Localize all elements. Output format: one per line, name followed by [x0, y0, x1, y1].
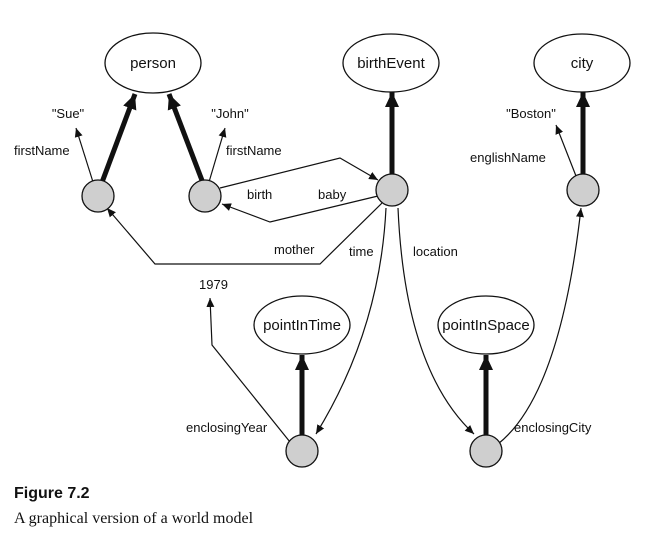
node-person: person [104, 32, 202, 94]
instance-nodes [81, 173, 600, 468]
node-person-label: person [130, 55, 176, 72]
instance-city-point [469, 434, 503, 468]
node-pointInSpace-label: pointInSpace [442, 317, 530, 334]
relation-edges [74, 124, 584, 445]
instance-boston [566, 173, 600, 207]
label-enclosingYear: enclosingYear [186, 420, 268, 435]
class-nodes: person birthEvent city pointInTime point… [104, 32, 631, 355]
label-john: "John" [211, 106, 249, 121]
type-edges [98, 92, 590, 435]
label-time: time [349, 244, 374, 259]
label-boston: "Boston" [506, 106, 556, 121]
node-birthEvent-label: birthEvent [357, 55, 425, 72]
figure-number: Figure 7.2 [14, 485, 90, 502]
edge-birth [219, 157, 379, 189]
label-englishName: englishName [470, 150, 546, 165]
node-city: city [533, 33, 631, 93]
edge-firstName-sue [74, 127, 94, 183]
label-year: 1979 [199, 277, 228, 292]
edge-sue-node-to-person [98, 93, 138, 186]
label-location: location [413, 244, 458, 259]
label-enclosingCity: enclosingCity [514, 420, 592, 435]
node-pointInTime-label: pointInTime [263, 317, 341, 334]
figure-caption: A graphical version of a world model [14, 510, 254, 527]
world-model-diagram: person birthEvent city pointInTime point… [14, 32, 631, 468]
label-firstName-right: firstName [226, 143, 282, 158]
node-city-label: city [571, 55, 594, 72]
instance-birth-event [375, 173, 409, 207]
instance-sue [81, 179, 115, 213]
edge-john-node-to-person [166, 93, 206, 184]
edge-baby [221, 195, 379, 223]
edge-firstName-john [208, 127, 227, 183]
label-mother: mother [274, 242, 315, 257]
instance-john [188, 179, 222, 213]
label-firstName-left: firstName [14, 143, 70, 158]
edge-enclosingCity [497, 207, 584, 445]
node-pointInSpace: pointInSpace [437, 295, 535, 355]
label-sue: "Sue" [52, 106, 85, 121]
edge-labels: "Sue" "John" firstName firstName birth b… [14, 106, 592, 435]
edge-englishName [555, 124, 577, 177]
label-baby: baby [318, 187, 347, 202]
edge-time [315, 207, 387, 435]
instance-year [285, 434, 319, 468]
node-pointInTime: pointInTime [253, 295, 351, 355]
label-birth: birth [247, 187, 272, 202]
edge-mother [106, 202, 383, 265]
edge-enclosingYear [206, 297, 291, 443]
node-birthEvent: birthEvent [342, 33, 440, 93]
edge-location [397, 207, 475, 435]
